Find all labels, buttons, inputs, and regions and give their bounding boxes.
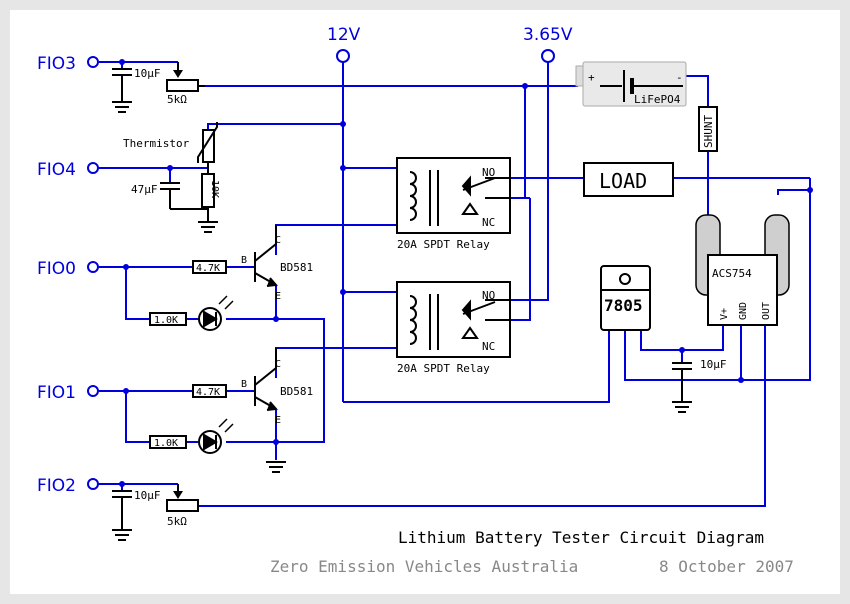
capacitor-bottom: [112, 490, 132, 530]
port-terminal-icon: [87, 261, 99, 273]
shunt-label: SHUNT: [702, 115, 715, 148]
resistor-10k-label: 10K: [209, 180, 220, 198]
port-label: FIO4: [37, 160, 76, 180]
ground-icon: [112, 529, 132, 541]
battery-plus-label: +: [588, 71, 595, 84]
resistor-4k7-a: 4.7K: [192, 260, 227, 274]
battery-minus-label: -: [676, 71, 683, 84]
thermistor: [197, 122, 218, 174]
led-icon: [198, 418, 234, 454]
relay-1-label: 20A SPDT Relay: [397, 238, 490, 251]
transistor-label: BD581: [280, 385, 313, 398]
ground-icon: [198, 221, 218, 233]
pin-e-label: E: [275, 291, 281, 302]
pin-e-label: E: [275, 415, 281, 426]
relay-no-label: NO: [482, 166, 495, 179]
relay-nc-label: NC: [482, 216, 495, 229]
relay-2-label: 20A SPDT Relay: [397, 362, 490, 375]
resistor-1k-b: 1.0K: [149, 435, 187, 449]
led-icon: [198, 295, 234, 331]
pin-c-label: C: [275, 235, 281, 246]
port-label: FIO2: [37, 476, 76, 496]
port-terminal-icon: [87, 162, 99, 174]
rail-label: 12V: [327, 25, 361, 45]
port-terminal-icon: [87, 56, 99, 68]
port-label: FIO3: [37, 54, 76, 74]
resistor-label: 1.0K: [154, 315, 178, 326]
sensor-acs754: ACS754 V+ GND OUT: [695, 214, 790, 326]
ground-icon: [112, 101, 132, 113]
port-terminal-icon: [87, 478, 99, 490]
potentiometer-bottom-label: 5kΩ: [167, 515, 187, 528]
potentiometer-top: [166, 62, 205, 92]
diagram-title: Lithium Battery Tester Circuit Diagram: [398, 528, 764, 547]
port-fio3: FIO3: [37, 54, 99, 74]
battery-label: LiFePO4: [634, 93, 681, 106]
transistor-bd581-a: [254, 225, 278, 287]
load: LOAD: [583, 162, 674, 197]
port-label: FIO0: [37, 259, 76, 279]
relay-2: [396, 281, 511, 358]
relay-1: [396, 157, 511, 234]
resistor-label: 4.7K: [196, 263, 220, 274]
capacitor-47uf-label: 47µF: [131, 183, 158, 196]
pin-c-label: C: [275, 359, 281, 370]
organization-name: Zero Emission Vehicles Australia: [270, 557, 578, 576]
sensor-gnd-label: GND: [738, 302, 749, 320]
resistor-label: 1.0K: [154, 438, 178, 449]
shunt: SHUNT: [698, 106, 718, 152]
ground-icon: [672, 401, 692, 413]
capacitor-regulator-label: 10µF: [700, 358, 727, 371]
rail-12v: 12V: [327, 25, 361, 63]
rail-3v65: 3.65V: [523, 25, 573, 63]
ground-icon: [266, 461, 286, 473]
resistor-label: 4.7K: [196, 387, 220, 398]
regulator-label: 7805: [604, 296, 643, 315]
pin-b-label: B: [241, 255, 247, 266]
port-terminal-icon: [87, 385, 99, 397]
regulator-7805: 7805: [600, 265, 651, 331]
rail-terminal-icon: [541, 49, 555, 63]
port-label: FIO1: [37, 383, 76, 403]
relay-nc-label: NC: [482, 340, 495, 353]
capacitor-top: [112, 68, 132, 102]
load-label: LOAD: [599, 169, 647, 193]
capacitor-47uf: [160, 182, 208, 210]
capacitor-regulator: [672, 362, 692, 402]
port-fio4: FIO4: [37, 160, 99, 180]
transistor-bd581-b: [254, 348, 278, 411]
sensor-label: ACS754: [712, 267, 752, 280]
port-fio0: FIO0: [37, 259, 99, 279]
resistor-1k-a: 1.0K: [149, 312, 187, 326]
resistor-4k7-b: 4.7K: [192, 384, 227, 398]
port-fio2: FIO2: [37, 476, 99, 496]
thermistor-label: Thermistor: [123, 137, 190, 150]
sensor-vplus-label: V+: [719, 308, 730, 320]
rail-label: 3.65V: [523, 25, 573, 45]
capacitor-top-label: 10µF: [134, 67, 161, 80]
capacitor-bottom-label: 10µF: [134, 489, 161, 502]
potentiometer-bottom: [166, 484, 199, 512]
battery-lifepo4: [575, 61, 687, 107]
potentiometer-top-label: 5kΩ: [167, 93, 187, 106]
relay-no-label: NO: [482, 289, 495, 302]
pin-b-label: B: [241, 379, 247, 390]
rail-terminal-icon: [336, 49, 350, 63]
resistor-10k: 10K: [201, 173, 220, 222]
junction-dots: [119, 59, 813, 487]
transistor-label: BD581: [280, 261, 313, 274]
diagram-date: 8 October 2007: [659, 557, 794, 576]
sensor-out-label: OUT: [761, 302, 772, 320]
port-fio1: FIO1: [37, 383, 99, 403]
